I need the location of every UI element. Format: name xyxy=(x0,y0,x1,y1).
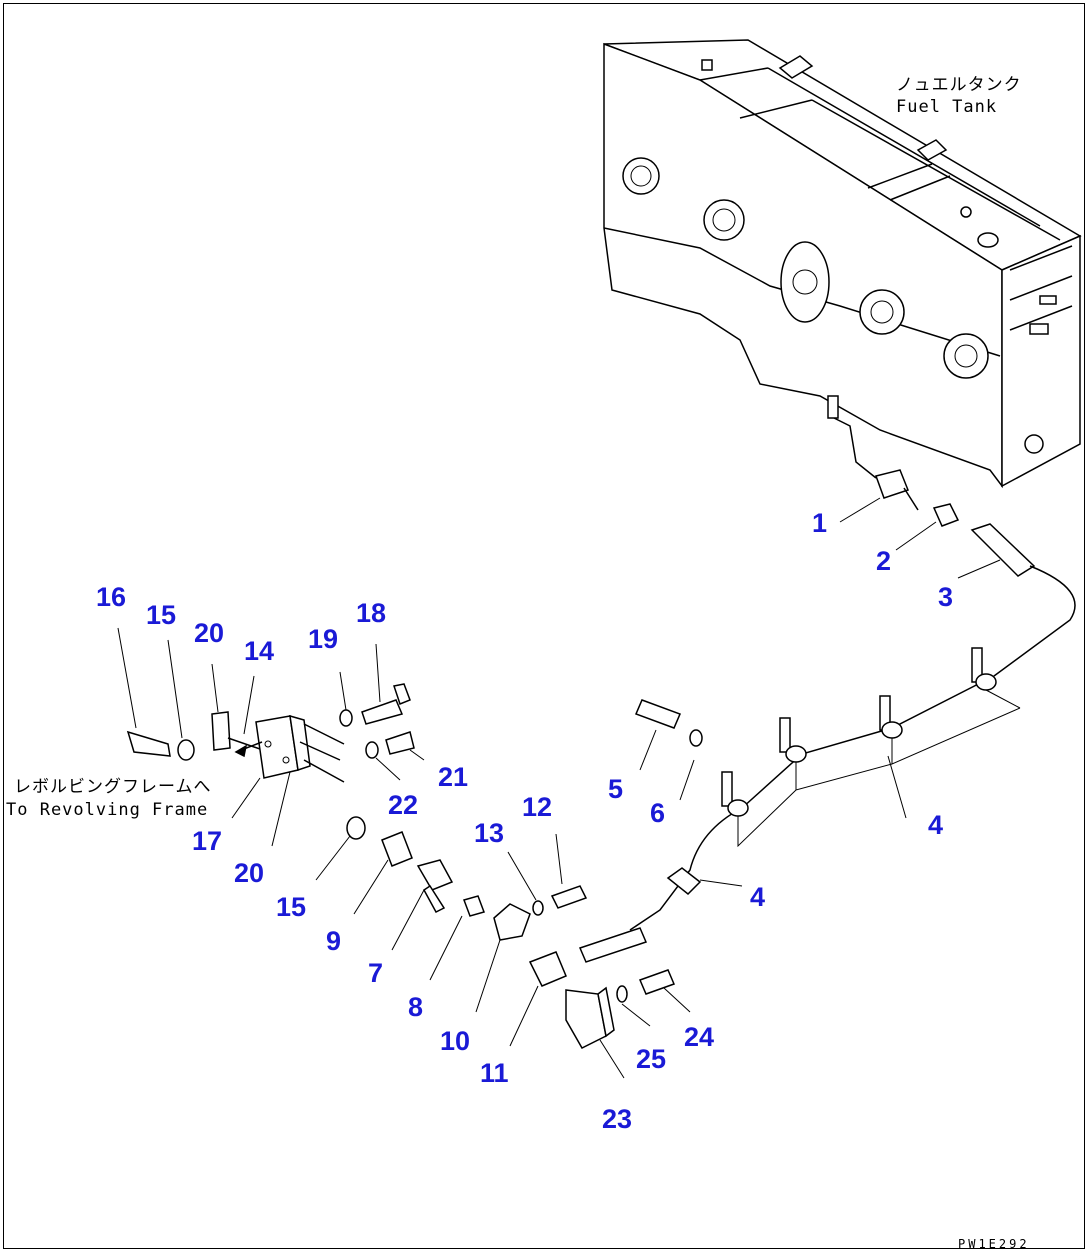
callout-20a: 20 xyxy=(194,618,224,648)
callout-13: 13 xyxy=(474,818,504,848)
callouts: 1 2 3 4 4 5 6 7 8 9 10 11 12 13 14 15 15… xyxy=(96,508,953,1134)
leader-lines xyxy=(117,497,1001,1079)
callout-4a: 4 xyxy=(928,810,943,840)
fuel-line xyxy=(578,417,1076,963)
callout-4b: 4 xyxy=(750,882,765,912)
callout-1: 1 xyxy=(812,508,827,538)
callout-8: 8 xyxy=(408,992,423,1022)
callout-2: 2 xyxy=(876,546,891,576)
callout-7: 7 xyxy=(368,958,383,988)
callout-14: 14 xyxy=(244,636,274,666)
valve-assembly xyxy=(126,683,703,1049)
callout-23: 23 xyxy=(602,1104,632,1134)
callout-16: 16 xyxy=(96,582,126,612)
callout-25: 25 xyxy=(636,1044,666,1074)
callout-20b: 20 xyxy=(234,858,264,888)
fuel-tank xyxy=(603,39,1082,489)
callout-5: 5 xyxy=(608,774,623,804)
callout-6: 6 xyxy=(650,798,665,828)
callout-11: 11 xyxy=(480,1058,509,1088)
revolving-frame-label-jp: レボルビングフレームへ xyxy=(14,777,212,797)
callout-17: 17 xyxy=(192,826,222,856)
fuel-tank-label-en: Fuel Tank xyxy=(896,97,997,117)
callout-12: 12 xyxy=(522,792,552,822)
callout-15a: 15 xyxy=(146,600,176,630)
callout-21: 21 xyxy=(438,762,468,792)
callout-3: 3 xyxy=(938,582,953,612)
fuel-tank-label-jp: ノュエルタンク xyxy=(896,75,1022,95)
callout-10: 10 xyxy=(440,1026,470,1056)
callout-9: 9 xyxy=(326,926,341,956)
callout-24: 24 xyxy=(684,1022,714,1052)
drawing-code: PW1E292 xyxy=(958,1237,1030,1251)
callout-19: 19 xyxy=(308,624,338,654)
callout-15b: 15 xyxy=(276,892,306,922)
callout-22: 22 xyxy=(388,790,418,820)
callout-18: 18 xyxy=(356,598,386,628)
revolving-frame-label-en: To Revolving Frame xyxy=(6,800,208,820)
